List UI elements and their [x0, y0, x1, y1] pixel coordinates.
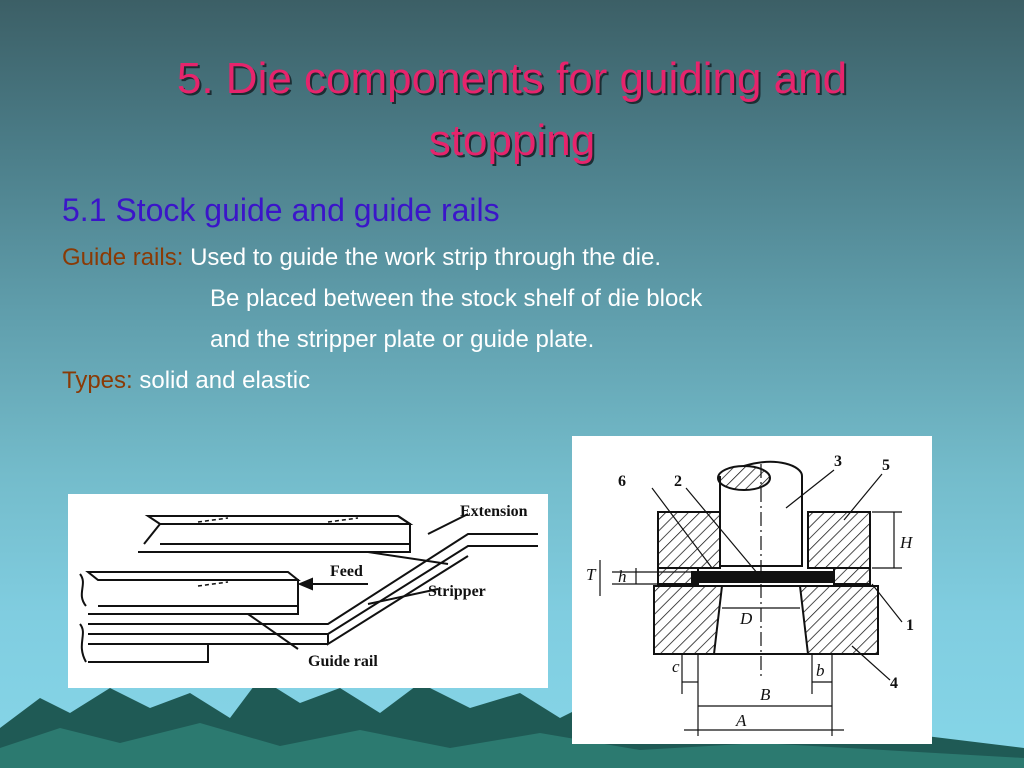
guide-rails-text-2: Be placed between the stock shelf of die…	[210, 285, 703, 312]
extension-label: Extension	[460, 503, 528, 520]
part-1-label: 1	[906, 617, 914, 634]
dim-B-label: B	[760, 685, 771, 704]
guide-rails-text-3: and the stripper plate or guide plate.	[210, 326, 595, 353]
stripper-label: Stripper	[428, 583, 486, 600]
dim-h-label: h	[618, 567, 627, 586]
part-5-label: 5	[882, 457, 890, 474]
dim-T-label: T	[586, 565, 597, 584]
section-subtitle: 5.1 Stock guide and guide rails	[62, 192, 500, 228]
dim-c-label: c	[672, 657, 680, 676]
guide-rails-label: Guide rails:	[62, 244, 184, 271]
feed-label: Feed	[330, 563, 363, 580]
guide-rail-figure: Extension Feed Stripper Guide rail	[68, 494, 548, 688]
types-line: Types: solid and elastic	[62, 367, 310, 395]
guide-rails-text-1: Used to guide the work strip through the…	[190, 244, 662, 271]
guide-rail-label: Guide rail	[308, 653, 378, 670]
part-3-label: 3	[834, 453, 842, 470]
die-section-figure: 3 5 6 2 1 4 T h H D c b B A	[572, 436, 932, 744]
part-2-label: 2	[674, 473, 682, 490]
slide-title: 5. Die components for guiding and stoppi…	[176, 54, 848, 165]
types-label: Types:	[62, 367, 133, 394]
mountain-silhouette	[0, 678, 1024, 768]
guide-rails-line-1: Guide rails: Used to guide the work stri…	[62, 244, 661, 272]
dim-H-label: H	[899, 533, 914, 552]
dim-D-label: D	[739, 609, 753, 628]
dim-b-label: b	[816, 661, 825, 680]
part-4-label: 4	[890, 675, 898, 692]
dim-A-label: A	[735, 711, 747, 730]
types-text: solid and elastic	[139, 367, 311, 394]
part-6-label: 6	[618, 473, 626, 490]
